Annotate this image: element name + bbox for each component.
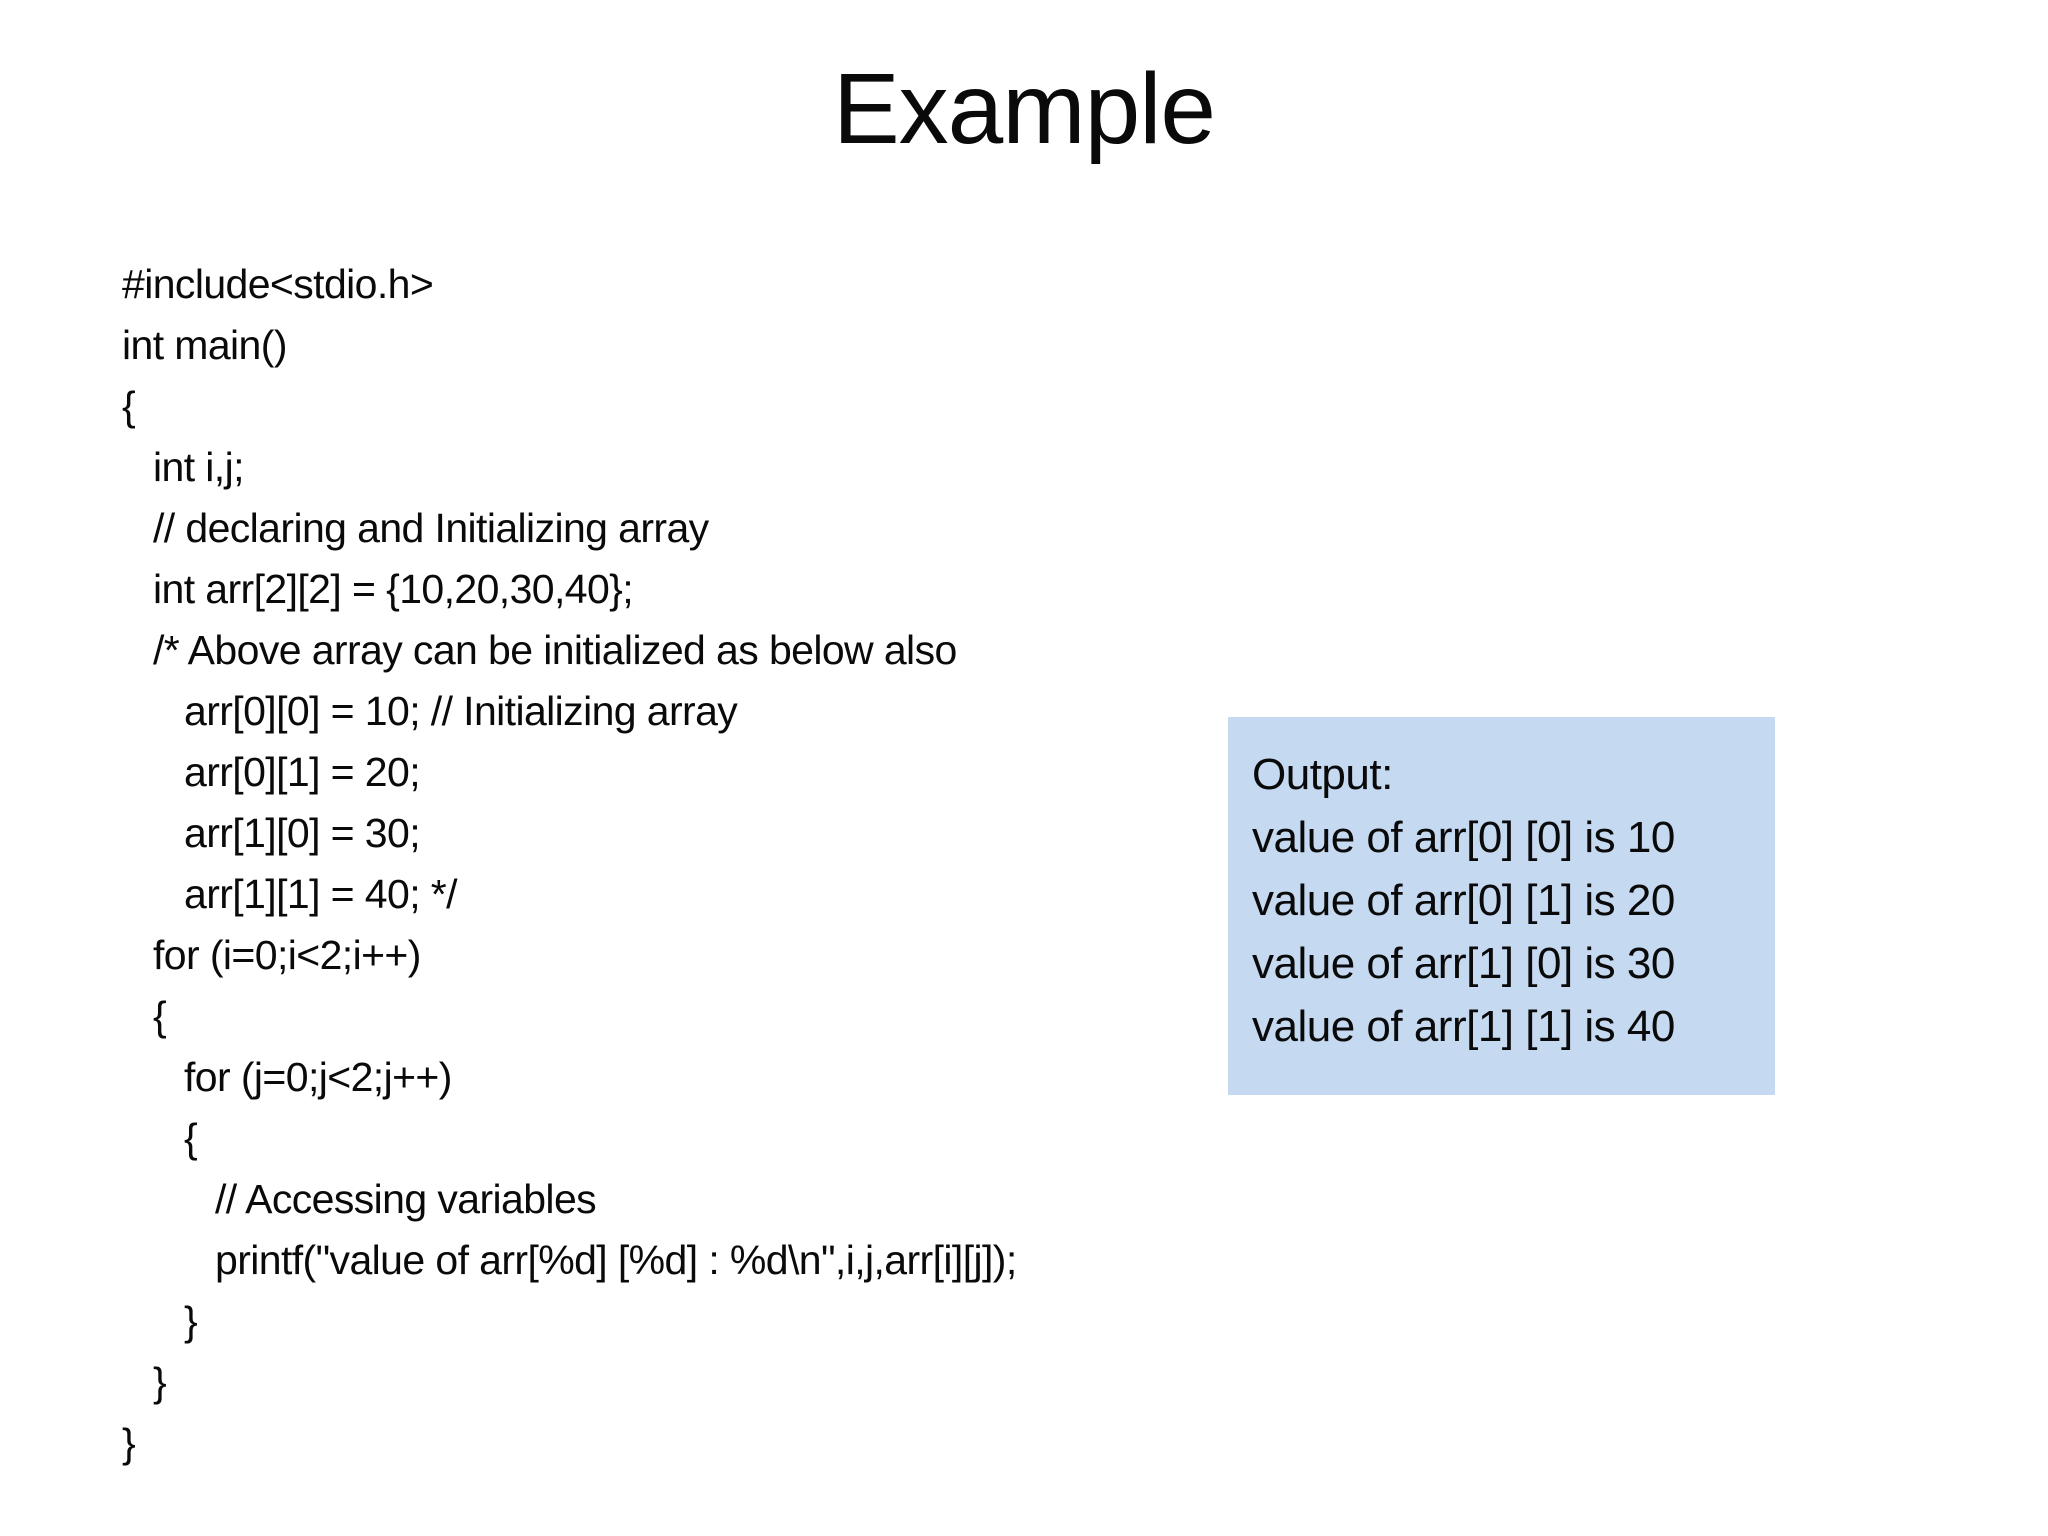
output-line: value of arr[1] [1] is 40 <box>1252 1002 1675 1051</box>
code-line: // Accessing variables <box>215 1176 597 1222</box>
code-line: arr[1][1] = 40; */ <box>184 871 458 917</box>
code-line: for (i=0;i<2;i++) <box>153 932 421 978</box>
output-box: Output: value of arr[0] [0] is 10 value of… <box>1228 717 1775 1095</box>
code-line: #include<stdio.h> <box>122 261 434 307</box>
code-line: int arr[2][2] = {10,20,30,40}; <box>153 566 634 612</box>
code-line: } <box>122 1420 136 1466</box>
code-line: int i,j; <box>153 444 245 490</box>
code-line: { <box>184 1115 198 1161</box>
code-line: // declaring and Initializing array <box>153 505 709 551</box>
output-line: value of arr[0] [0] is 10 <box>1252 813 1675 862</box>
code-line: } <box>184 1298 198 1344</box>
code-block: #include<stdio.h> int main() { int i,j; // d… <box>122 254 1222 1474</box>
code-line: int main() <box>122 322 287 368</box>
slide-title: Example <box>832 53 1216 165</box>
code-line: printf("value of arr[%d] [%d] : %d\n",i,… <box>215 1237 1017 1283</box>
output-line: value of arr[1] [0] is 30 <box>1252 939 1675 988</box>
code-line: { <box>153 993 167 1039</box>
code-line: arr[0][1] = 20; <box>184 749 421 795</box>
output-line: Output: <box>1252 750 1393 799</box>
output-line: value of arr[0] [1] is 20 <box>1252 876 1675 925</box>
code-line: arr[1][0] = 30; <box>184 810 421 856</box>
code-line: } <box>153 1359 167 1405</box>
code-line: arr[0][0] = 10; // Initializing array <box>184 688 738 734</box>
code-line: for (j=0;j<2;j++) <box>184 1054 452 1100</box>
code-line: { <box>122 383 136 429</box>
code-line: /* Above array can be initialized as bel… <box>153 627 957 673</box>
